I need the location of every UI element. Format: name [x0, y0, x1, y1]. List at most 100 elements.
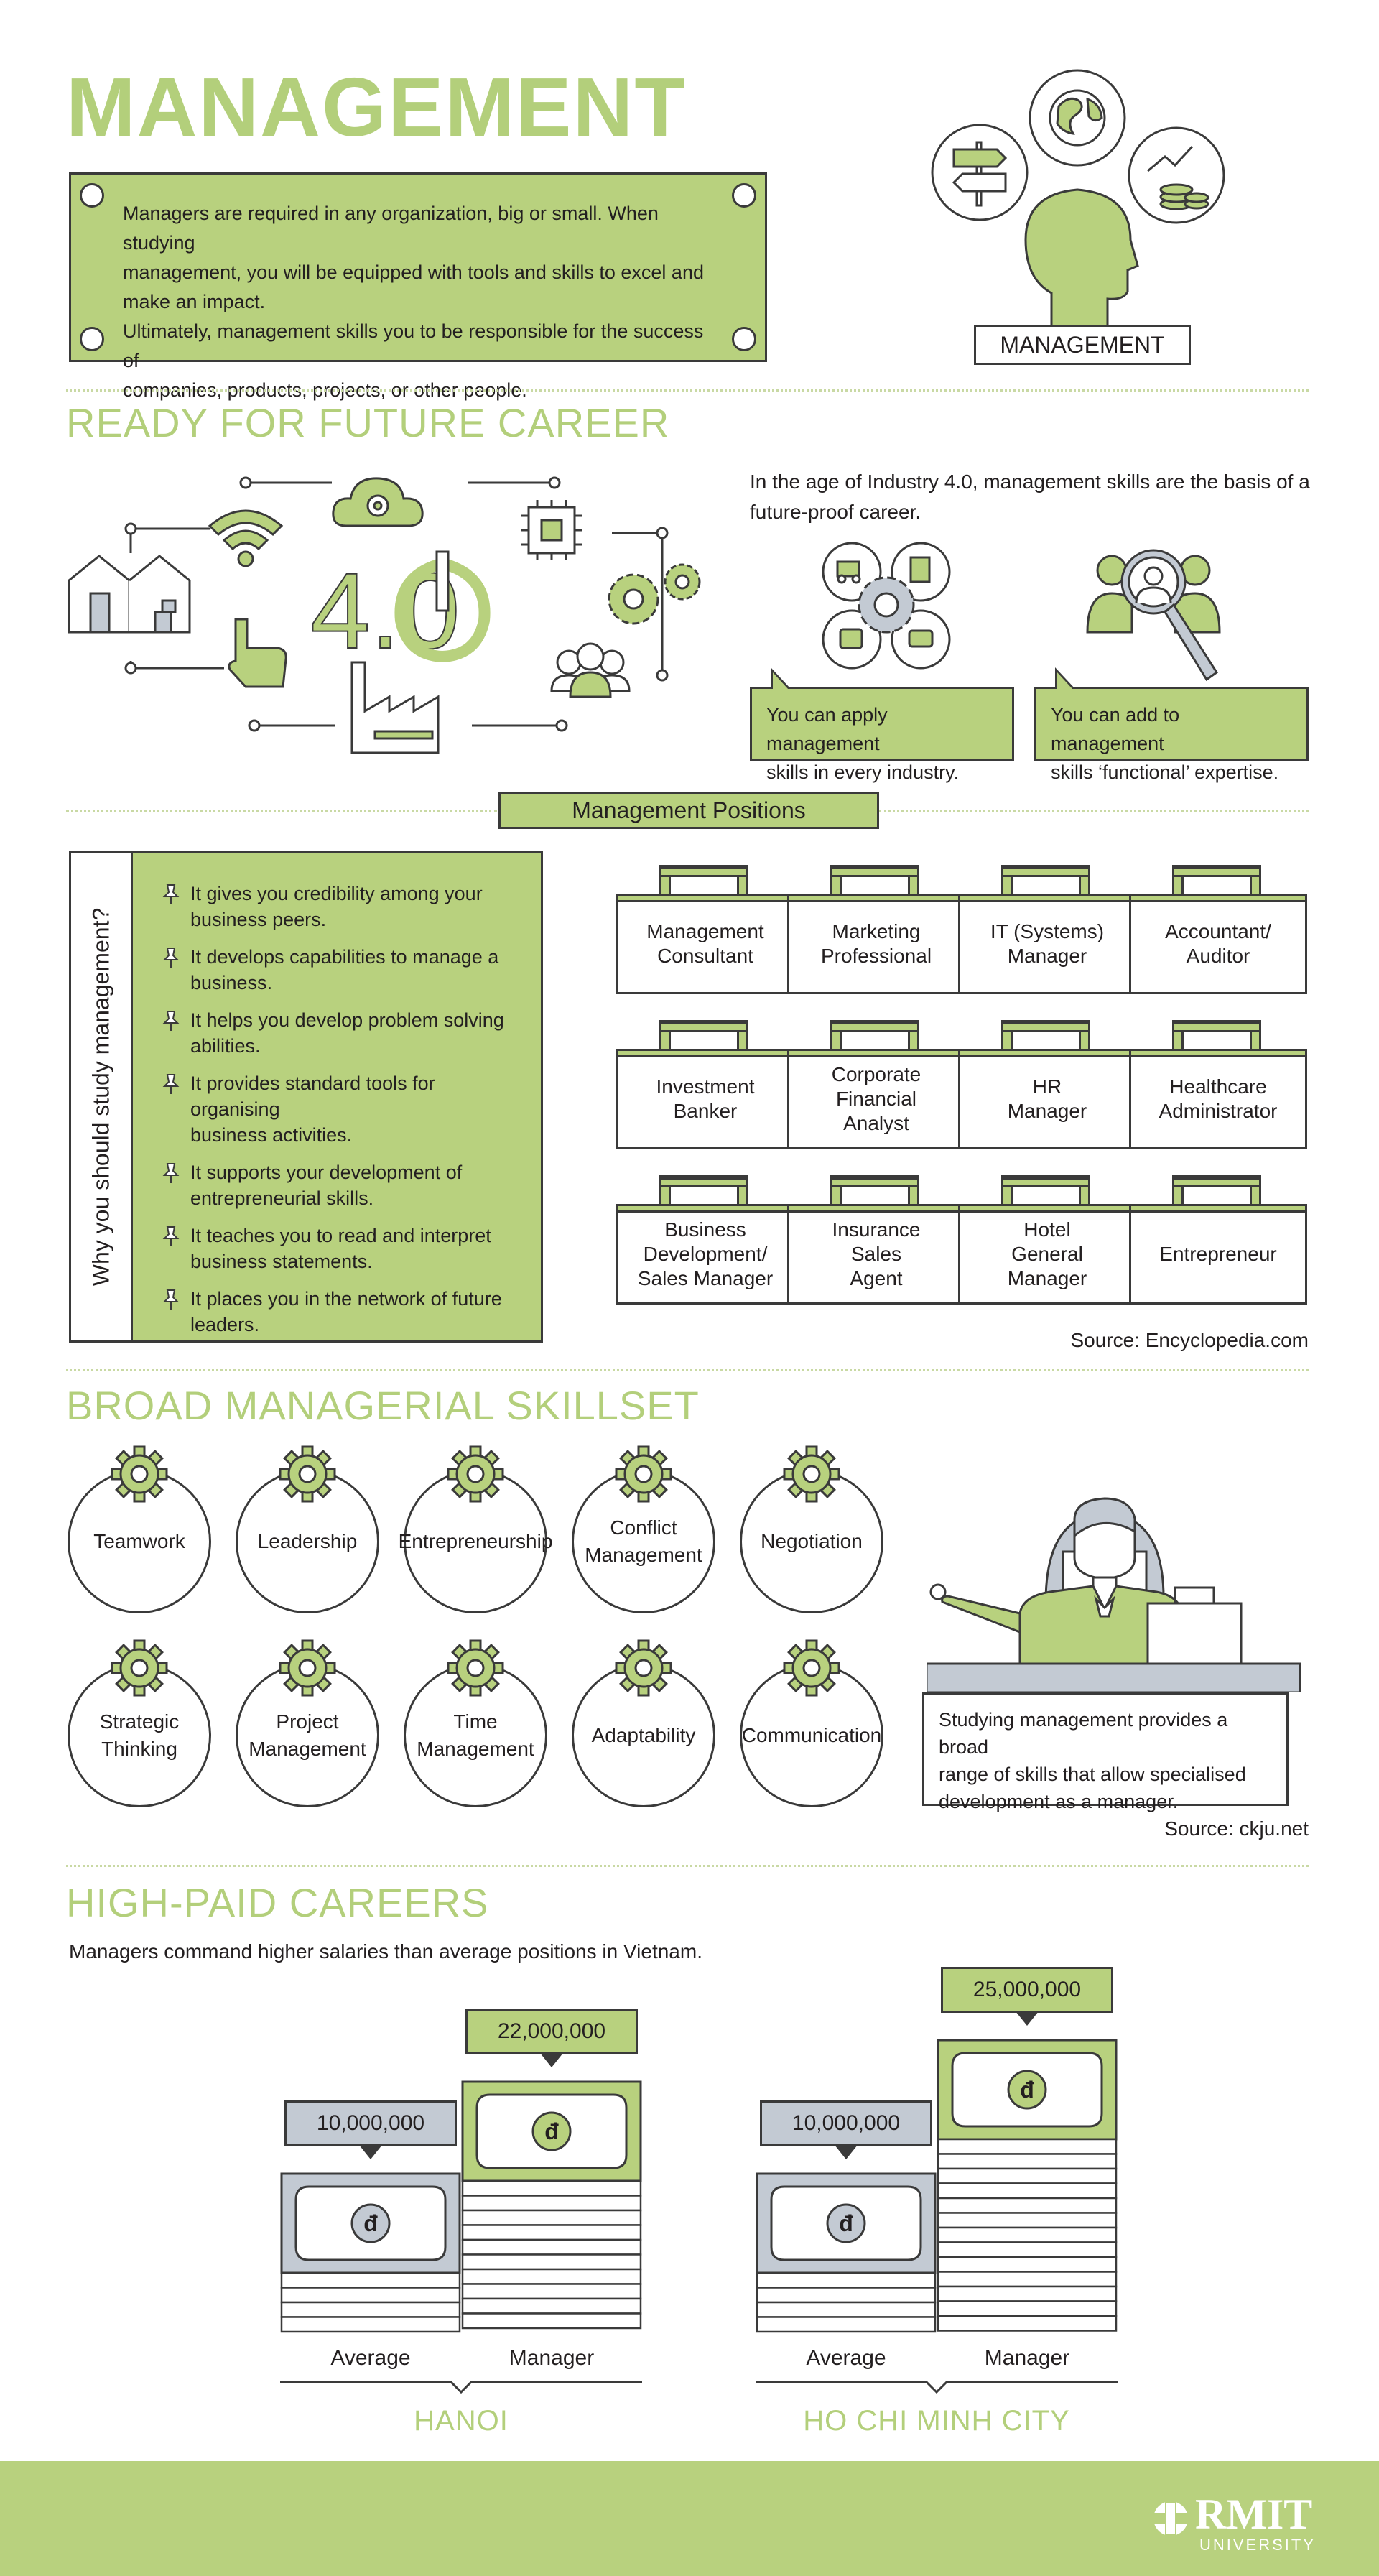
position-card: Accountant/Auditor [1129, 865, 1307, 994]
skill-label-line: Entrepreneurship [398, 1530, 553, 1552]
pushpin-icon [162, 1011, 180, 1031]
average-label: Average [806, 2346, 886, 2370]
industries-gear-illustration [822, 542, 951, 670]
reason-line: It supports your development of [190, 1162, 463, 1183]
intro-line: Ultimately, management skills you to be … [123, 320, 704, 371]
currency-symbol: đ [839, 2210, 853, 2236]
currency-symbol: đ [1020, 2077, 1034, 2103]
reason-line: It develops capabilities to manage a [190, 946, 499, 968]
position-title: Accountant/Auditor [1129, 894, 1307, 994]
skill-label: Entrepreneurship [399, 1528, 553, 1555]
why-study-title-text: Why you should study management? [88, 907, 113, 1287]
skill-item: Negotiation [740, 1445, 889, 1615]
briefcase-handle [1001, 865, 1090, 899]
manager-label: Manager [509, 2346, 595, 2370]
skill-label-line: Thinking [101, 1738, 177, 1760]
position-title-line: Business [664, 1218, 746, 1241]
position-title-line: Manager [1007, 1100, 1087, 1122]
position-title-line: Manager [1007, 945, 1087, 967]
position-title-line: Accountant/ [1165, 920, 1271, 942]
position-title: IT (Systems) Manager [958, 894, 1136, 994]
briefcase-band [787, 1049, 965, 1057]
footer: RMIT UNIVERSITY [0, 2461, 1379, 2576]
paragraph-line: In the age of Industry 4.0, management s… [750, 471, 1310, 493]
paragraph-line: future-proof career. [750, 501, 921, 523]
gear-icon [615, 1639, 672, 1697]
briefcase-handle-bar [830, 867, 919, 877]
banknote-stack-layer [461, 2224, 642, 2241]
briefcase-handle [830, 865, 919, 899]
banknote-stack-layer [280, 2287, 461, 2304]
briefcase-handle-bar [830, 1022, 919, 1032]
value-pointer [359, 2145, 382, 2159]
banknote-stack-layer [461, 2268, 642, 2285]
reason-line: business. [190, 972, 273, 993]
note-line: development as a manager. [939, 1791, 1179, 1812]
why-study-title: Why you should study management? [71, 853, 133, 1340]
skill-label: Leadership [258, 1528, 358, 1555]
position-title-line: IT (Systems) [990, 920, 1105, 942]
city-bracket [756, 2381, 1118, 2394]
skill-label-line: Conflict [610, 1516, 677, 1539]
position-title-line: Entrepreneur [1159, 1243, 1277, 1265]
briefcase-band [958, 1049, 1136, 1057]
briefcase-handle-bar [1001, 1022, 1090, 1032]
position-title-line: Auditor [1186, 945, 1250, 967]
position-title-line: General [1011, 1243, 1083, 1265]
value-pointer [540, 2053, 563, 2067]
city-name: HO CHI MINH CITY [803, 2405, 1070, 2437]
skill-label-line: Leadership [257, 1530, 358, 1552]
position-title-line: Investment [656, 1075, 755, 1098]
rmit-logo-text: RMIT [1195, 2491, 1313, 2538]
skill-label: Communication [742, 1722, 882, 1749]
rmit-logo-icon [1152, 2500, 1189, 2537]
skills-note: Studying management provides a broad ran… [922, 1692, 1289, 1812]
banknote-stack-layer [461, 2238, 642, 2256]
why-study-box: Why you should study management? It give… [69, 851, 543, 1343]
position-title-line: Marketing [832, 920, 921, 942]
average-salary-value: 10,000,000 [760, 2100, 932, 2146]
pushpin-icon [162, 948, 180, 968]
intro-line: management, you will be equipped with to… [123, 261, 704, 283]
value-pointer [835, 2145, 858, 2159]
position-title-line: Manager [1007, 1267, 1087, 1289]
reason-item: It develops capabilities to manage a busi… [162, 944, 519, 996]
skill-label-line: Management [417, 1738, 534, 1760]
currency-symbol: đ [363, 2210, 378, 2236]
position-title-line: Financial [835, 1088, 917, 1110]
management-label: MANAGEMENT [974, 325, 1191, 365]
hand-click-icon [228, 618, 287, 688]
gear-icon [615, 1445, 672, 1503]
industry-4-diagram: 4.0 [68, 476, 701, 754]
pushpin-icon [162, 884, 180, 904]
section-divider [879, 810, 1309, 812]
careers-subtitle: Managers command higher salaries than av… [69, 1940, 702, 1963]
position-title-line: Administrator [1159, 1100, 1278, 1122]
gear-icon [279, 1639, 336, 1697]
city-bracket [280, 2381, 642, 2394]
rivet-icon [732, 327, 756, 351]
reason-line: business peers. [190, 909, 327, 930]
position-title-line: HR [1032, 1075, 1062, 1098]
skill-item: Adaptability [572, 1639, 721, 1809]
average-label: Average [330, 2346, 411, 2370]
banknote-stack-layer [937, 2241, 1118, 2258]
intro-box: Managers are required in any organizatio… [69, 172, 767, 401]
skill-item: Teamwork [68, 1445, 217, 1615]
position-title-line: Analyst [843, 1112, 909, 1134]
briefcase-handle [1172, 1175, 1261, 1209]
